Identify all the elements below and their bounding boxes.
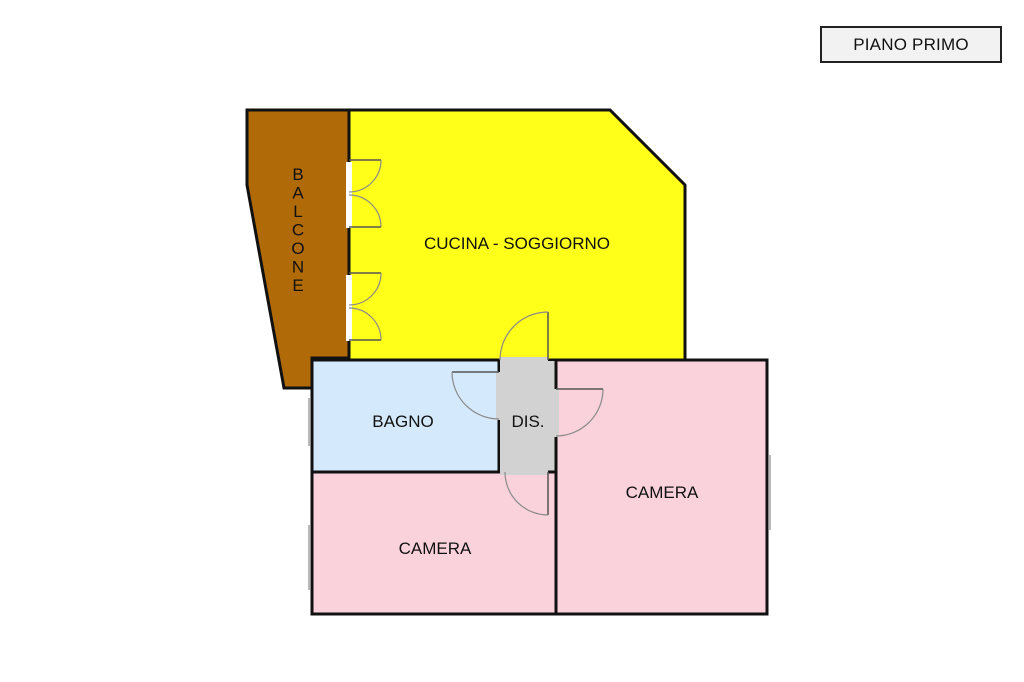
balcony-doors: [346, 159, 382, 341]
balcony-label-letter: E: [292, 276, 303, 295]
balcony-label-letter: B: [292, 165, 303, 184]
bathroom-label: BAGNO: [372, 412, 433, 431]
bathroom-door: [451, 371, 502, 420]
bedroom-right-label: CAMERA: [626, 483, 699, 502]
balcony-label-letter: N: [292, 258, 304, 277]
hallway-area: [498, 359, 557, 473]
balcony-label-letter: L: [293, 202, 302, 221]
bathroom-area: [310, 358, 501, 474]
balcony-label-letter: O: [291, 239, 304, 258]
hallway-label: DIS.: [511, 412, 544, 431]
bedroom-left-area: [310, 470, 558, 616]
floor-label: PIANO PRIMO: [820, 26, 1002, 63]
balcony-label-letter: A: [292, 184, 304, 203]
balcony-label-letter: C: [292, 221, 304, 240]
kitchen-living-label: CUCINA - SOGGIORNO: [424, 234, 610, 253]
bedroom-right-door: [553, 388, 604, 437]
hallway-kitchen-door: [499, 311, 549, 363]
windows: [308, 398, 771, 590]
bedroom-left-door: [500, 469, 549, 516]
bedroom-left-label: CAMERA: [399, 539, 472, 558]
floor-label-text: PIANO PRIMO: [853, 34, 969, 54]
